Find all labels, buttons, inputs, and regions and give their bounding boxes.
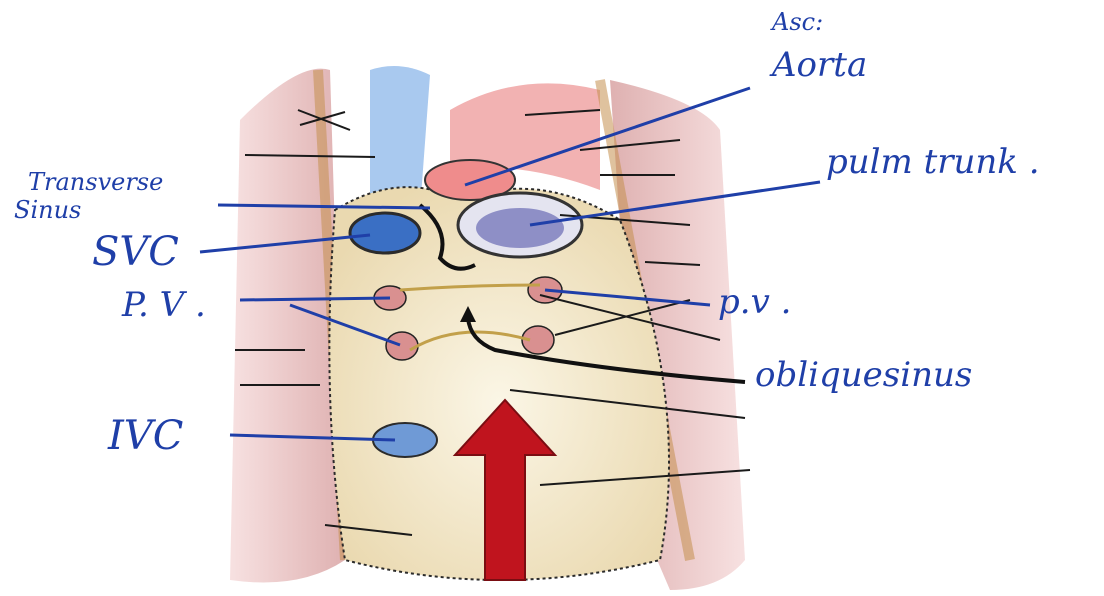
label-transverse-sinus-line2: Sinus: [14, 198, 81, 222]
label-pv-left: P. V .: [122, 288, 206, 322]
label-transverse-sinus-line1: Transverse: [28, 170, 163, 194]
label-asc-aorta-line1: Asc:: [772, 10, 823, 34]
label-pulm-trunk: pulm trunk .: [826, 145, 1040, 179]
svc-opening: [350, 213, 420, 253]
label-asc-aorta-line2: Aorta: [772, 48, 867, 82]
label-oblique-sinus: obliquesinus: [755, 358, 972, 392]
label-svc: SVC: [92, 232, 179, 272]
label-ivc: IVC: [108, 416, 183, 456]
pulmonary-vein-left-lower: [386, 332, 418, 360]
label-pv-right: p.v .: [718, 285, 791, 319]
